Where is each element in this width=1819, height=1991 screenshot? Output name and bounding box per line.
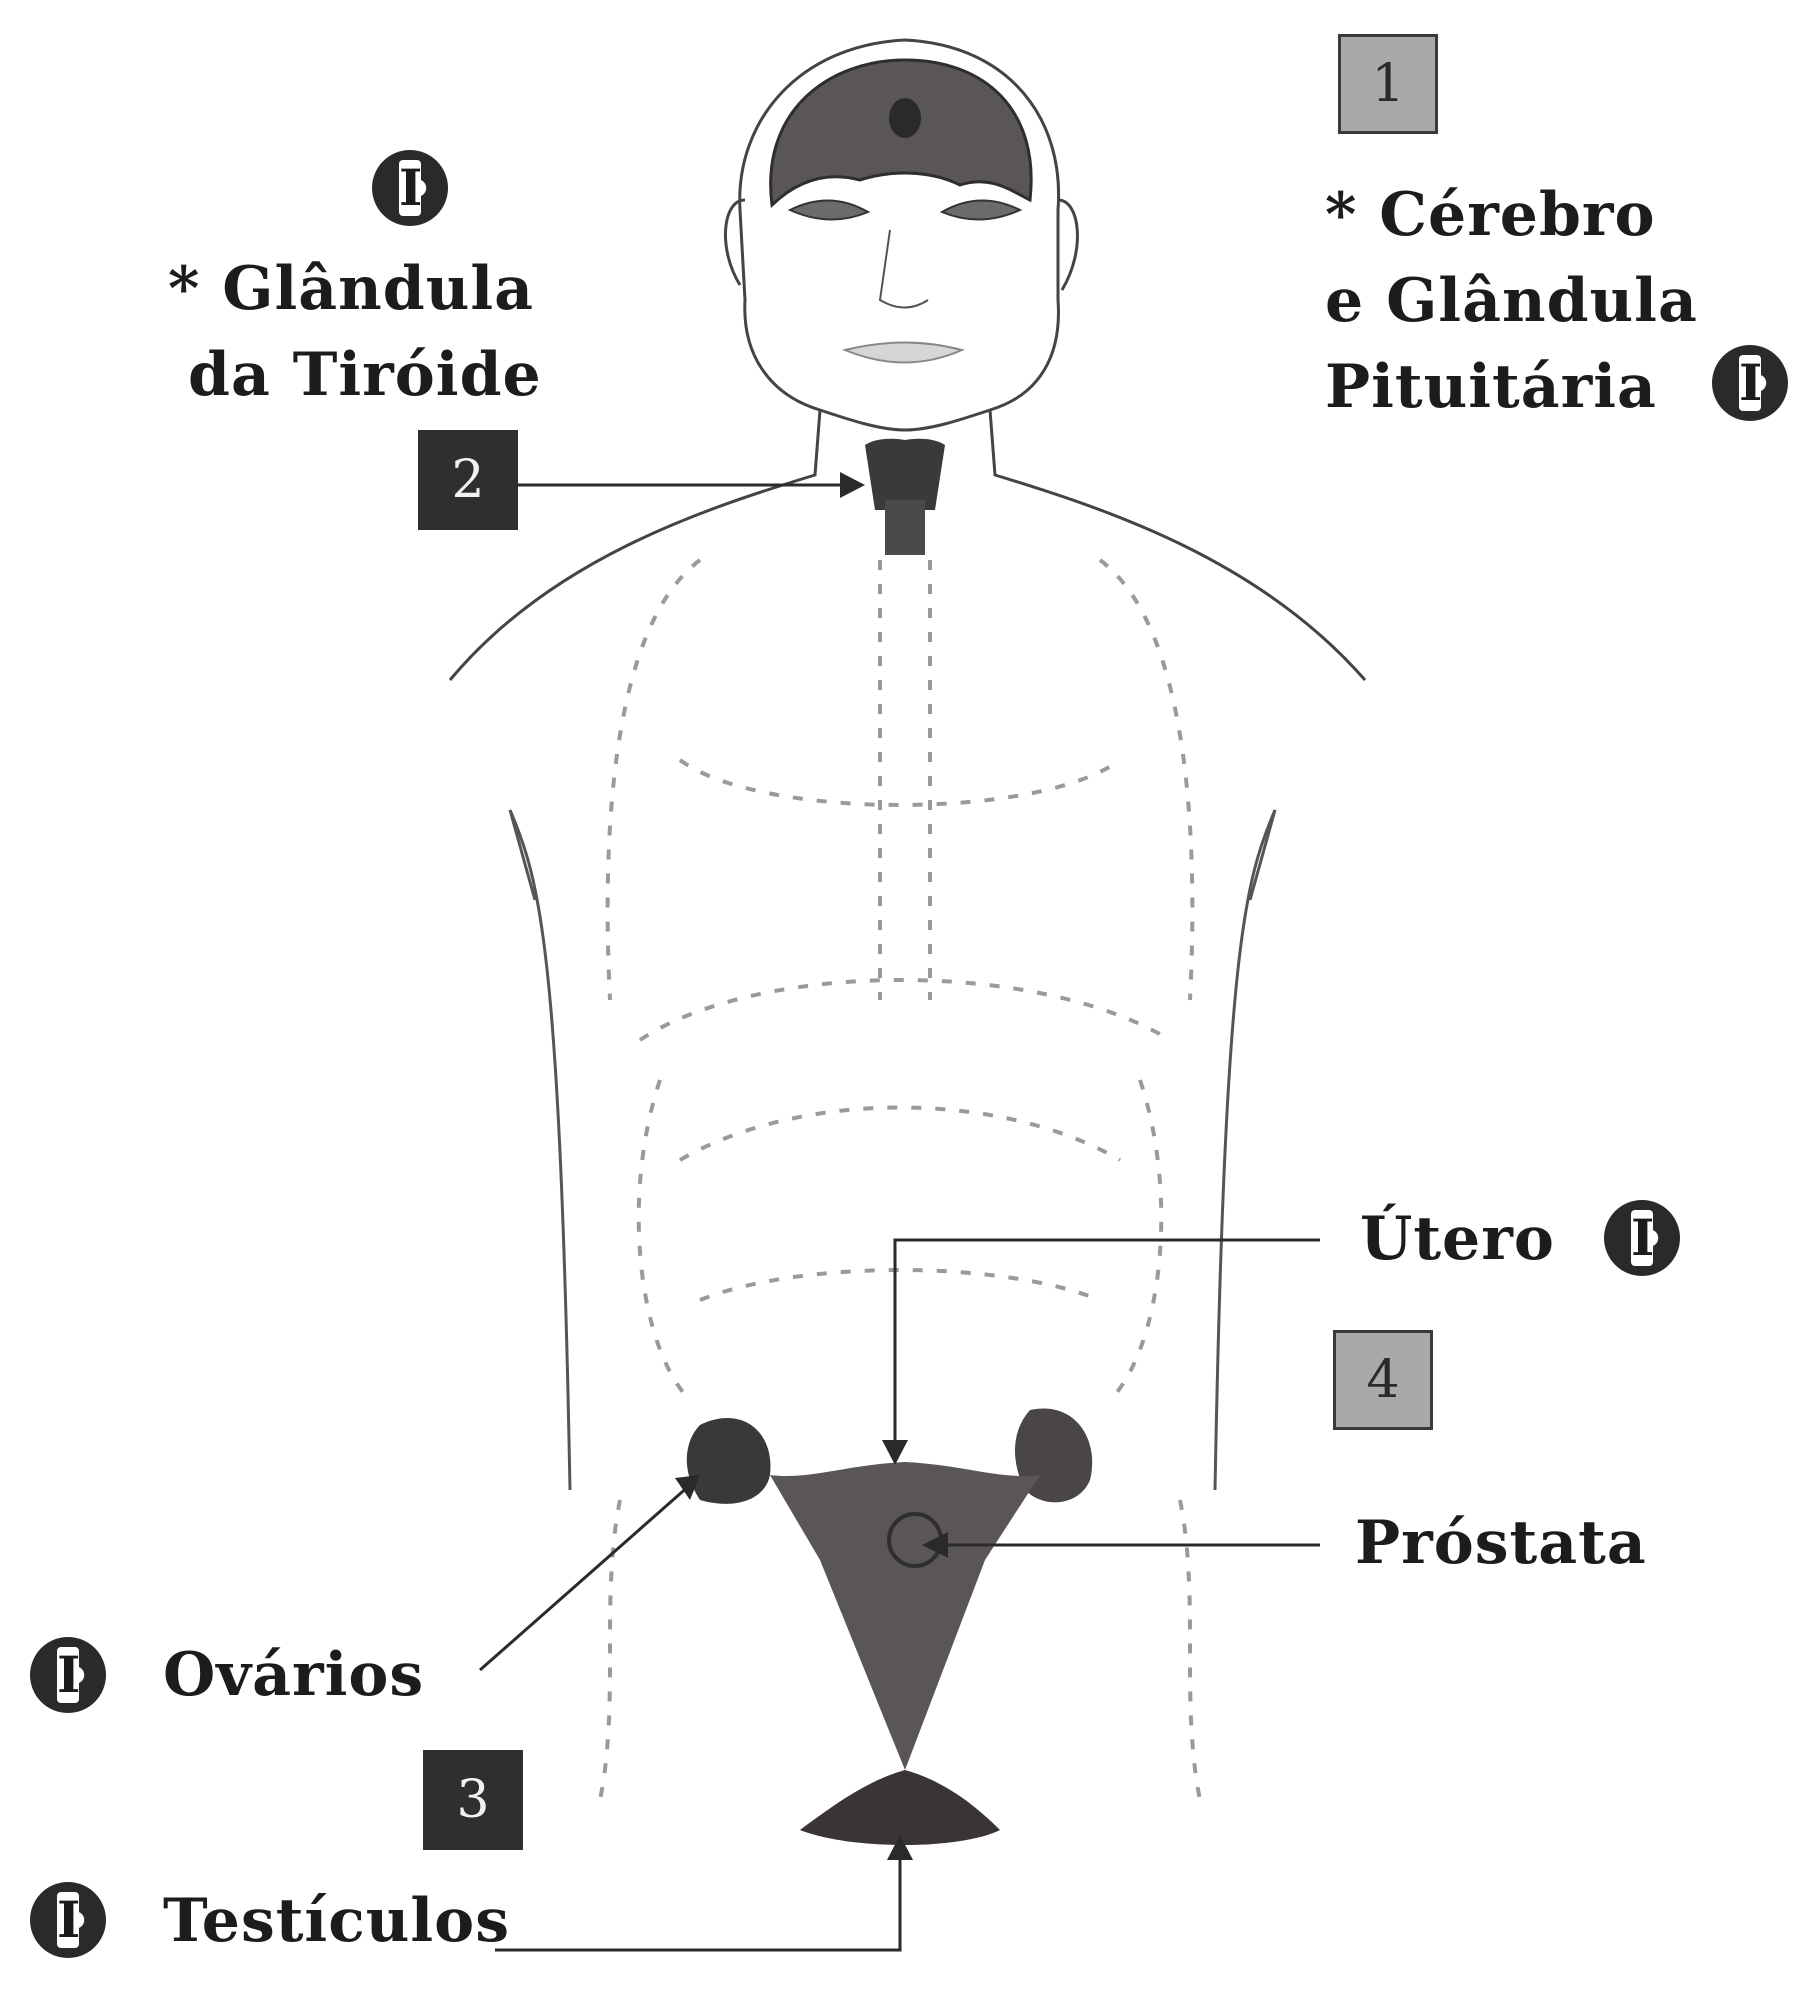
box-1-number: 1	[1371, 54, 1404, 114]
mouth	[845, 343, 962, 363]
box-1: 1	[1338, 34, 1438, 134]
right-ear	[1058, 200, 1077, 290]
badge-ovarios-symbol: I	[57, 1647, 79, 1703]
badge-tiroide: I	[372, 150, 448, 226]
right-eye	[942, 200, 1020, 219]
label-utero: Útero	[1360, 1196, 1555, 1282]
badge-utero-symbol: I	[1631, 1210, 1653, 1266]
badge-ovarios: I	[30, 1637, 106, 1713]
uterus-shape	[770, 1462, 1040, 1770]
label-cerebro-line2: e Glândula	[1325, 258, 1698, 344]
nose	[880, 230, 928, 308]
testiculos-leader	[495, 1860, 900, 1950]
left-arm-outer	[510, 810, 535, 900]
right-arm-line	[1215, 810, 1275, 1490]
badge-utero: I	[1604, 1200, 1680, 1276]
label-tiroide-line1: * Glândula	[168, 246, 534, 332]
box-2: 2	[418, 430, 518, 530]
box-4: 4	[1333, 1330, 1433, 1430]
ovarios-leader	[480, 1485, 690, 1670]
box-3-number: 3	[456, 1770, 489, 1830]
badge-testiculos-symbol: I	[57, 1892, 79, 1948]
left-ovary	[687, 1418, 771, 1504]
utero-arrowhead	[882, 1440, 908, 1465]
utero-leader	[895, 1240, 1320, 1440]
left-eye	[790, 200, 868, 219]
right-arm-outer	[1250, 810, 1275, 900]
left-arm-line	[510, 810, 570, 1490]
thyroid-arrowhead	[840, 472, 865, 498]
trachea-shape	[885, 500, 925, 555]
badge-cerebro-symbol: I	[1739, 355, 1761, 411]
box-2-number: 2	[451, 450, 484, 510]
neck-right	[990, 410, 1365, 680]
badge-cerebro: I	[1712, 345, 1788, 421]
box-3: 3	[423, 1750, 523, 1850]
label-prostata: Próstata	[1355, 1500, 1647, 1586]
label-cerebro-line1: * Cérebro	[1325, 172, 1656, 258]
badge-tiroide-symbol: I	[399, 160, 421, 216]
testes-shape	[800, 1770, 1000, 1845]
label-tiroide-line2: da Tiróide	[188, 332, 542, 418]
label-ovarios: Ovários	[163, 1632, 424, 1718]
box-4-number: 4	[1366, 1350, 1399, 1410]
pituitary-dot	[889, 98, 921, 138]
badge-testiculos: I	[30, 1882, 106, 1958]
thyroid-shape	[865, 439, 945, 510]
label-testiculos: Testículos	[163, 1878, 510, 1964]
label-cerebro-line3: Pituitária	[1325, 344, 1657, 430]
